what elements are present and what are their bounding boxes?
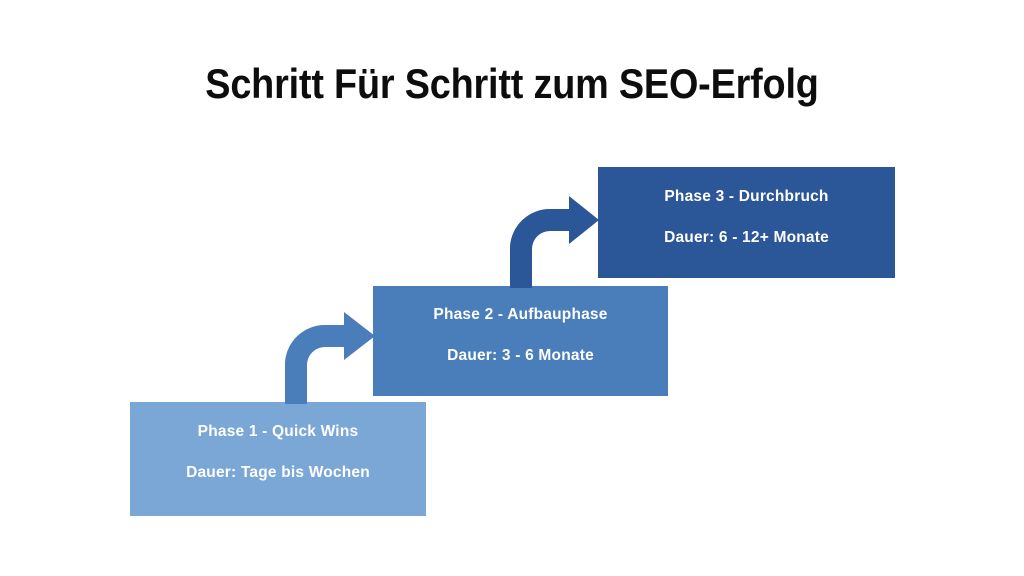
phase-box-3[interactable]: Phase 3 - Durchbruch Dauer: 6 - 12+ Mona… <box>598 167 895 278</box>
phase-3-title: Phase 3 - Durchbruch <box>664 187 829 205</box>
phase-box-2[interactable]: Phase 2 - Aufbauphase Dauer: 3 - 6 Monat… <box>373 286 668 396</box>
phase-3-duration: Dauer: 6 - 12+ Monate <box>664 228 829 246</box>
page-title: Schritt Für Schritt zum SEO-Erfolg <box>205 60 819 107</box>
phase-2-duration: Dauer: 3 - 6 Monate <box>447 347 594 364</box>
arrow-phase-2-to-phase-3-icon <box>510 196 599 288</box>
phase-1-title: Phase 1 - Quick Wins <box>197 423 359 441</box>
phase-1-duration: Dauer: Tage bis Wochen <box>186 464 370 481</box>
arrow-phase-1-to-phase-2-icon <box>285 312 375 404</box>
phase-2-title: Phase 2 - Aufbauphase <box>433 306 608 324</box>
phase-box-1[interactable]: Phase 1 - Quick Wins Dauer: Tage bis Woc… <box>130 402 426 516</box>
